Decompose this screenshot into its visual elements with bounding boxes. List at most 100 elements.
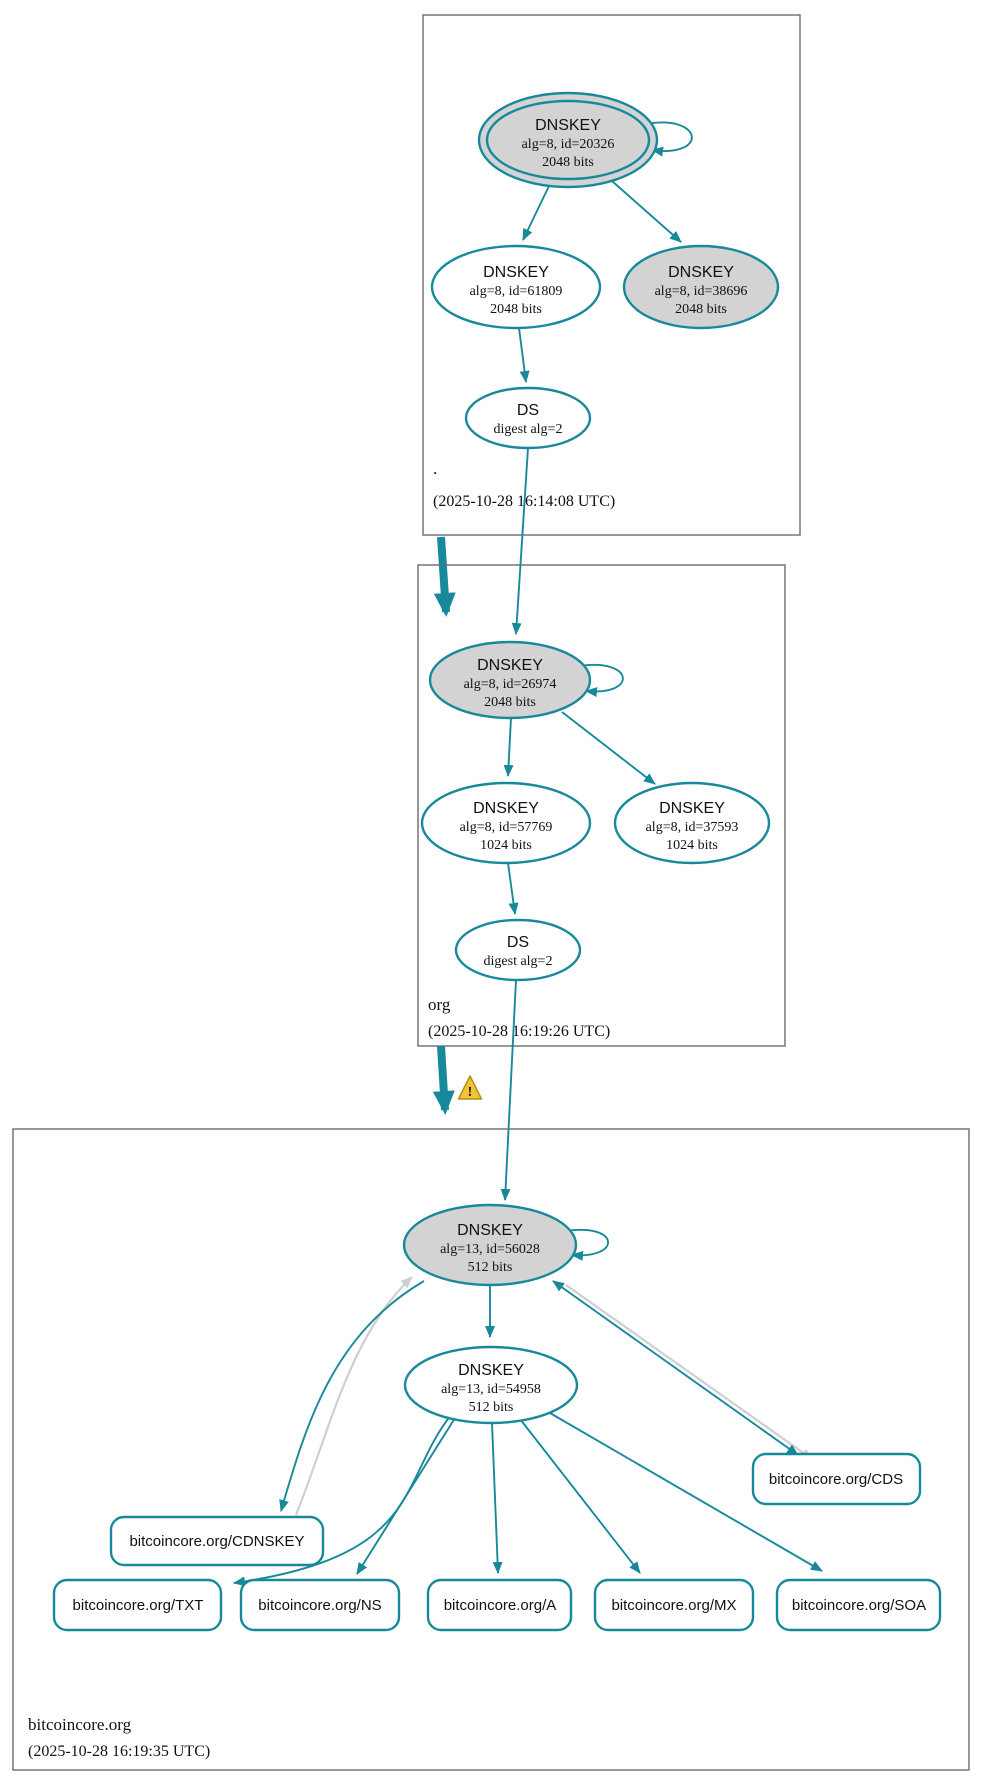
rrsig-edge-ksk-cds: [552, 1280, 799, 1456]
dnskey-ellipse: [420, 781, 592, 865]
warning-icon[interactable]: !: [457, 1075, 483, 1100]
rrset-box: [52, 1578, 223, 1632]
zone-label-root: .: [433, 459, 437, 478]
rrset-label: bitcoincore.org/MX: [611, 1597, 736, 1614]
dnskey-outer-ring: [477, 91, 659, 189]
rrset-label: bitcoincore.org/A: [444, 1597, 557, 1614]
cds-refers-edge-gray: [565, 1284, 813, 1460]
rrsig-edge-rootksk-to-key2: [611, 180, 682, 243]
delegation-arrow-org-to-bitcoincore: [432, 1045, 455, 1115]
dnskey-bits: 512 bits: [468, 1260, 513, 1275]
dnskey-ellipse: [428, 640, 592, 720]
rrset-label: bitcoincore.org/CDS: [769, 1471, 903, 1488]
zone-box-org: [417, 564, 786, 1047]
ds-ellipse: [454, 918, 582, 982]
rrsig-edge-orgksk-to-key2: [561, 711, 656, 785]
rrset-label: bitcoincore.org/NS: [258, 1597, 381, 1614]
rrset-box: [775, 1578, 942, 1632]
dnskey-bits: 2048 bits: [542, 155, 594, 170]
rrset-node-txt[interactable]: bitcoincore.org/TXT: [52, 1578, 223, 1632]
dnskey-detail: alg=8, id=26974: [464, 677, 557, 692]
rrset-node-ns[interactable]: bitcoincore.org/NS: [239, 1578, 401, 1632]
dnskey-node-org-zsk[interactable]: DNSKEY alg=8, id=57769 1024 bits: [420, 781, 592, 865]
dnskey-ellipse: [430, 244, 602, 330]
rrset-node-soa[interactable]: bitcoincore.org/SOA: [775, 1578, 942, 1632]
ds-title: DS: [507, 934, 529, 951]
dnskey-inner-ring: [485, 99, 651, 181]
ds-edge-root-to-org-ksk: [511, 447, 529, 635]
delegation-arrow-root-to-org: [433, 536, 456, 617]
zone-box-root: [422, 14, 801, 536]
rrsig-edge-zsk-to-ns: [356, 1417, 456, 1575]
rrsig-edge-rootksk-to-zsk: [522, 185, 550, 241]
dnskey-ellipse: [613, 781, 771, 865]
dnskey-node-bitcoincore-ksk[interactable]: DNSKEY alg=13, id=56028 512 bits: [402, 1203, 578, 1287]
dnskey-detail: alg=8, id=61809: [470, 284, 563, 299]
dnskey-bits: 1024 bits: [666, 838, 718, 853]
rrset-node-mx[interactable]: bitcoincore.org/MX: [593, 1578, 755, 1632]
dnskey-detail: alg=8, id=57769: [460, 820, 553, 835]
zone-bitcoincore: bitcoincore.org (2025-10-28 16:19:35 UTC…: [12, 1128, 970, 1771]
ds-detail: digest alg=2: [484, 954, 553, 969]
zone-label-bitcoincore: bitcoincore.org: [28, 1715, 132, 1734]
self-loop-bitcoincore-ksk: [565, 1228, 609, 1261]
warning-triangle: [457, 1075, 483, 1100]
dnskey-bits: 2048 bits: [675, 302, 727, 317]
dnskey-detail: alg=13, id=56028: [440, 1242, 540, 1257]
rrsig-edge-zsk-to-a: [491, 1422, 503, 1574]
dnskey-node-root-zsk[interactable]: DNSKEY alg=8, id=61809 2048 bits: [430, 244, 602, 330]
zone-label-org: org: [428, 995, 451, 1014]
dnskey-node-org-key2[interactable]: DNSKEY alg=8, id=37593 1024 bits: [613, 781, 771, 865]
ds-detail: digest alg=2: [494, 422, 563, 437]
ds-node-org[interactable]: DS digest alg=2: [454, 918, 582, 982]
zone-org: org (2025-10-28 16:19:26 UTC) DNSKEY alg…: [417, 564, 786, 1047]
dnskey-title: DNSKEY: [535, 117, 601, 134]
ds-edge-org-to-bitcoincore-ksk: [500, 979, 517, 1201]
dnskey-bits: 2048 bits: [484, 695, 536, 710]
dnskey-bits: 1024 bits: [480, 838, 532, 853]
dnskey-ellipse: [402, 1203, 578, 1287]
warning-exclamation: !: [468, 1085, 473, 1100]
dnskey-ellipse: [622, 244, 780, 330]
rrsig-edge-ksk-to-cdnskey: [279, 1280, 425, 1512]
rrset-box: [751, 1452, 922, 1506]
dnskey-bits: 2048 bits: [490, 302, 542, 317]
zone-box-bitcoincore: [12, 1128, 970, 1771]
rrsig-edge-zsk-to-soa: [549, 1412, 823, 1572]
rrset-box: [109, 1515, 325, 1567]
ds-title: DS: [517, 402, 539, 419]
rrset-box: [426, 1578, 573, 1632]
cdnskey-refers-edge-gray: [294, 1276, 413, 1516]
self-loop-org-ksk: [579, 663, 624, 698]
rrset-box: [593, 1578, 755, 1632]
dnskey-title: DNSKEY: [483, 264, 549, 281]
dnskey-title: DNSKEY: [473, 800, 539, 817]
rrset-label: bitcoincore.org/TXT: [73, 1597, 204, 1614]
rrset-label: bitcoincore.org/SOA: [792, 1597, 926, 1614]
zone-timestamp-bitcoincore: (2025-10-28 16:19:35 UTC): [28, 1743, 210, 1760]
edge-zsk-to-ds: [518, 327, 530, 383]
dnskey-bits: 512 bits: [469, 1400, 514, 1415]
rrset-label: bitcoincore.org/CDNSKEY: [129, 1533, 304, 1550]
dnskey-node-org-ksk[interactable]: DNSKEY alg=8, id=26974 2048 bits: [428, 640, 592, 720]
rrset-node-cds[interactable]: bitcoincore.org/CDS: [751, 1452, 922, 1506]
dnskey-title: DNSKEY: [457, 1222, 523, 1239]
dnskey-ellipse: [403, 1345, 579, 1425]
rrset-node-a[interactable]: bitcoincore.org/A: [426, 1578, 573, 1632]
rrset-node-cdnskey[interactable]: bitcoincore.org/CDNSKEY: [109, 1515, 325, 1567]
zone-root: . (2025-10-28 16:14:08 UTC) DNSKEY alg=8…: [422, 14, 801, 536]
rrsig-edge-orgksk-to-zsk: [503, 717, 514, 777]
ds-node-root[interactable]: DS digest alg=2: [464, 386, 592, 450]
rrset-box: [239, 1578, 401, 1632]
dnskey-detail: alg=8, id=20326: [522, 137, 615, 152]
rrsig-edge-zsk-to-mx: [519, 1418, 641, 1574]
dnskey-node-root-ksk[interactable]: DNSKEY alg=8, id=20326 2048 bits: [477, 91, 659, 189]
edge-orgzsk-to-ds: [507, 862, 519, 915]
dnskey-title: DNSKEY: [477, 657, 543, 674]
dnskey-title: DNSKEY: [458, 1362, 524, 1379]
dnskey-title: DNSKEY: [659, 800, 725, 817]
dnskey-node-bitcoincore-zsk[interactable]: DNSKEY alg=13, id=54958 512 bits: [403, 1345, 579, 1425]
dnskey-node-root-key2[interactable]: DNSKEY alg=8, id=38696 2048 bits: [622, 244, 780, 330]
